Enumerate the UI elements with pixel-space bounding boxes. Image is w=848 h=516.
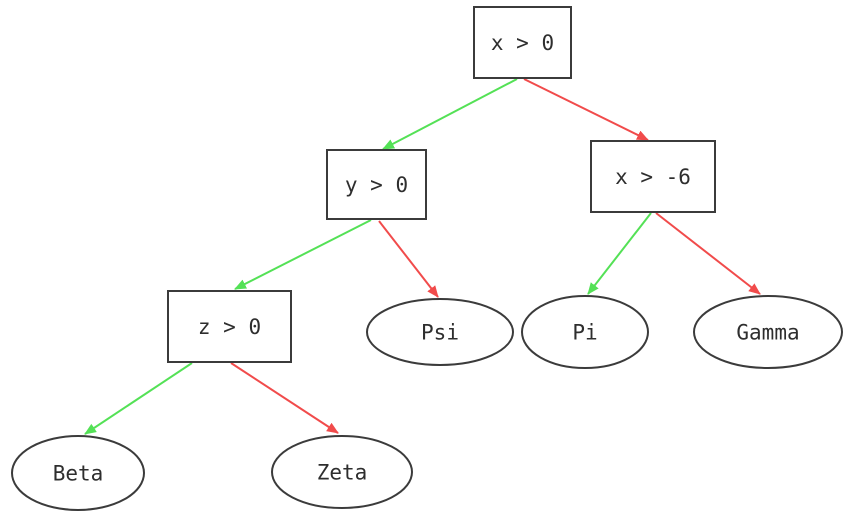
decision-node-y-gt-0: y > 0 bbox=[326, 149, 427, 220]
leaf-node-psi: Psi bbox=[366, 298, 514, 366]
edge-y-gt-0-to-psi-false-branch bbox=[378, 220, 439, 298]
node-label: Psi bbox=[421, 320, 459, 344]
leaf-node-ellipse bbox=[366, 298, 514, 366]
leaf-node-zeta: Zeta bbox=[271, 435, 413, 509]
edge-z-gt-0-to-zeta-false-branch bbox=[230, 362, 339, 434]
decision-node-root: x > 0 bbox=[473, 6, 572, 79]
leaf-node-ellipse bbox=[271, 435, 413, 509]
decision-node-z-gt-0: z > 0 bbox=[167, 290, 292, 363]
node-label: y > 0 bbox=[345, 173, 408, 197]
leaf-node-ellipse bbox=[521, 295, 649, 369]
node-label: Pi bbox=[572, 320, 597, 344]
node-label: Beta bbox=[53, 461, 104, 485]
edge-root-to-y-gt-0-true-branch bbox=[382, 78, 518, 150]
edge-x-gt-neg6-to-gamma-false-branch bbox=[655, 212, 761, 295]
node-label: Gamma bbox=[736, 320, 799, 344]
edge-z-gt-0-to-beta-true-branch bbox=[84, 362, 193, 435]
leaf-node-ellipse bbox=[693, 295, 843, 369]
edge-x-gt-neg6-to-pi-true-branch bbox=[587, 212, 652, 295]
decision-node-box bbox=[167, 290, 292, 363]
leaf-node-beta: Beta bbox=[11, 435, 145, 511]
node-label: x > -6 bbox=[615, 165, 691, 189]
leaf-node-pi: Pi bbox=[521, 295, 649, 369]
edge-y-gt-0-to-z-gt-0-true-branch bbox=[234, 219, 372, 290]
decision-node-box bbox=[473, 6, 572, 79]
node-label: Zeta bbox=[317, 460, 368, 484]
decision-node-box bbox=[326, 149, 427, 220]
decision-node-box bbox=[590, 140, 716, 213]
decision-node-x-gt-neg6: x > -6 bbox=[590, 140, 716, 213]
edge-root-to-x-gt-neg6-false-branch bbox=[523, 78, 649, 141]
node-label: z > 0 bbox=[198, 315, 261, 339]
leaf-node-gamma: Gamma bbox=[693, 295, 843, 369]
node-label: x > 0 bbox=[491, 31, 554, 55]
leaf-node-ellipse bbox=[11, 435, 145, 511]
